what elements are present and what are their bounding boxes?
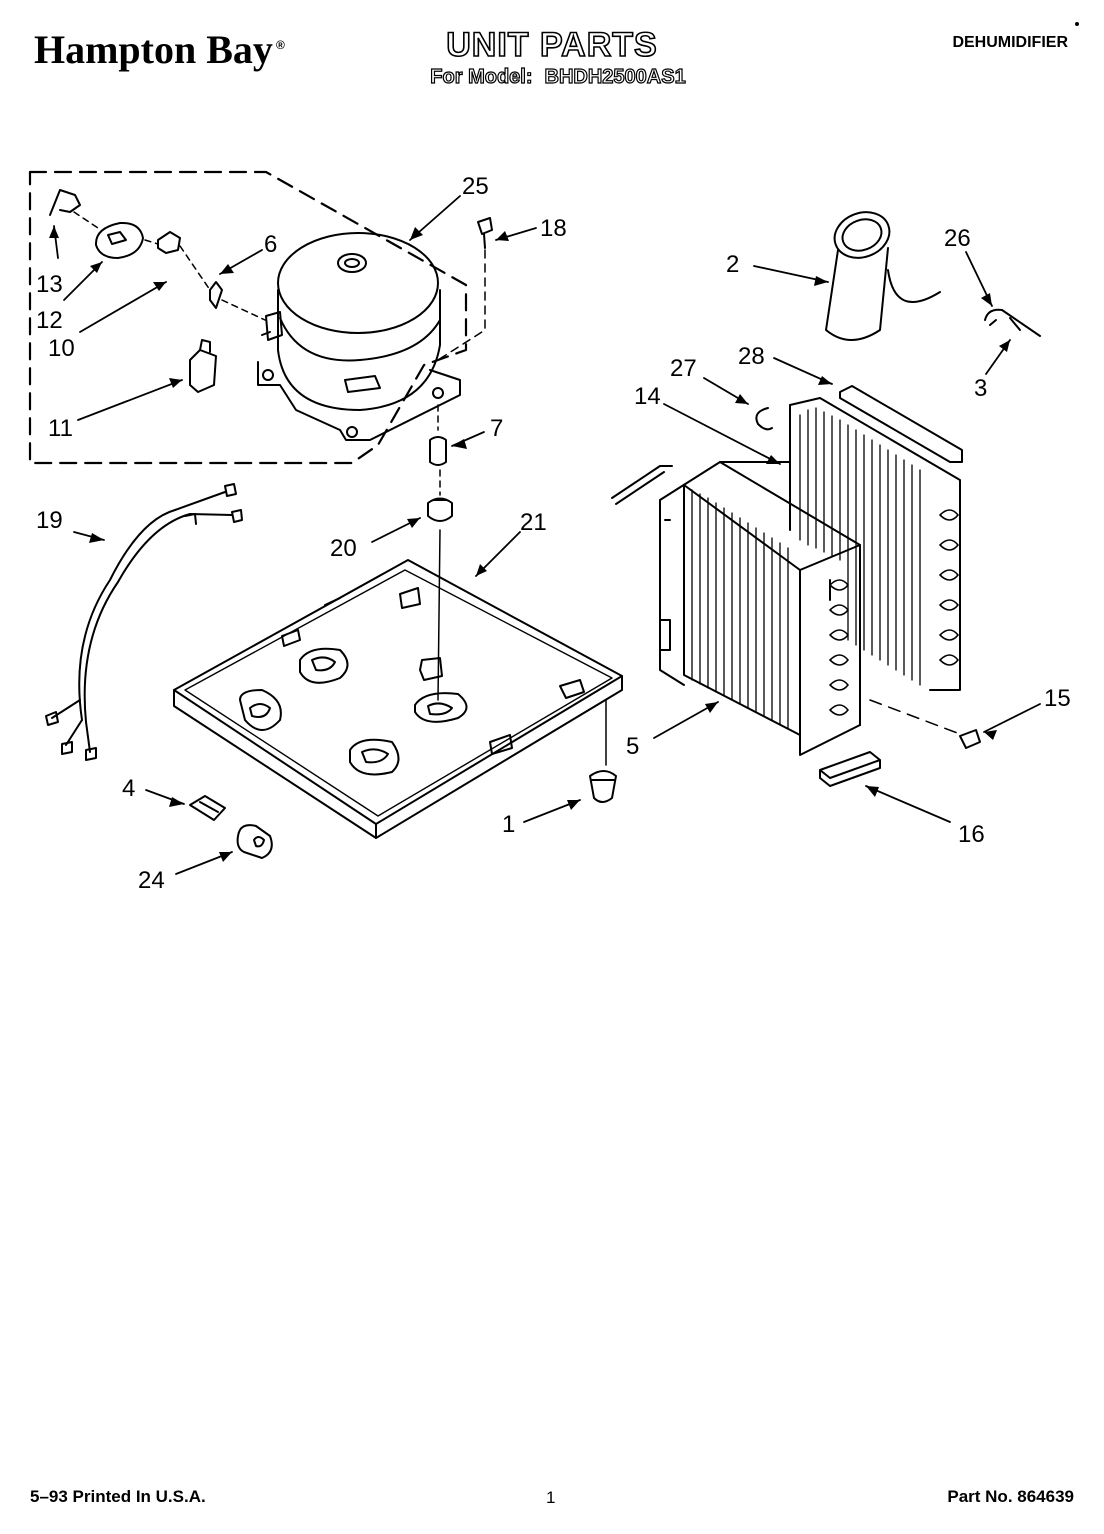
wire-harness-drawing <box>45 483 243 761</box>
callout-15: 15 <box>1044 685 1071 712</box>
registered-mark: ® <box>275 37 285 52</box>
clip-27-drawing <box>755 407 773 431</box>
relay-drawing <box>189 339 217 393</box>
leader-lines <box>53 195 1041 875</box>
category-label: DEHUMIDIFIER <box>952 34 1068 51</box>
callout-13: 13 <box>36 271 63 298</box>
part-number: Part No. 864639 <box>947 1487 1074 1506</box>
foot-drawing <box>589 770 617 803</box>
callout-28: 28 <box>738 343 765 370</box>
callout-3: 3 <box>974 375 987 402</box>
coil-fins <box>691 407 921 729</box>
callout-11: 11 <box>48 415 73 442</box>
coil-assembly-drawing <box>611 397 961 756</box>
terminal-cover-drawing <box>94 221 144 259</box>
callout-26: 26 <box>944 225 971 252</box>
callout-7: 7 <box>490 415 503 442</box>
callout-5: 5 <box>626 733 639 760</box>
model-number: BHDH2500AS1 <box>544 65 686 88</box>
model-label: For Model: <box>430 65 533 88</box>
callout-18: 18 <box>540 215 567 242</box>
page-title: UNIT PARTS <box>445 25 658 65</box>
callout-6: 6 <box>264 231 277 258</box>
compressor-assembly-boundary <box>28 170 468 465</box>
gasket-16-drawing <box>819 751 881 787</box>
callout-21: 21 <box>520 509 547 536</box>
corner-mark <box>1075 22 1079 26</box>
compressor-drawing <box>257 232 461 441</box>
print-info: 5–93 Printed In U.S.A. <box>30 1487 206 1506</box>
callout-labels: 25 18 6 13 12 10 11 7 2 26 3 28 27 14 19… <box>36 173 1071 894</box>
brand-logo: Hampton Bay® <box>34 26 285 73</box>
grommet-drawing <box>157 231 181 254</box>
callout-10: 10 <box>48 335 75 362</box>
brand-name: Hampton Bay <box>34 27 273 72</box>
callout-4: 4 <box>122 775 135 802</box>
clip-6-drawing <box>209 281 223 309</box>
leader-arrowheads <box>49 226 1010 862</box>
callout-1: 1 <box>502 811 515 838</box>
callout-12: 12 <box>36 307 63 334</box>
sleeve-7-drawing <box>429 436 447 466</box>
screw-15-drawing <box>959 729 981 749</box>
page-number: 1 <box>546 1488 556 1507</box>
mount-20-drawing <box>427 497 453 522</box>
callout-27: 27 <box>670 355 697 382</box>
callout-25: 25 <box>462 173 489 200</box>
callout-14: 14 <box>634 383 661 410</box>
gasket-28-drawing <box>839 385 963 463</box>
model-line: For Model: BHDH2500AS1 <box>0 65 1104 89</box>
sensor-clip-drawing <box>984 308 1041 337</box>
bushing-24-drawing <box>236 824 273 859</box>
callout-24: 24 <box>138 867 165 894</box>
callout-20: 20 <box>330 535 357 562</box>
callout-19: 19 <box>36 507 63 534</box>
base-pan-drawing <box>173 559 623 839</box>
coil-return-bends <box>829 509 959 716</box>
overload-clip-drawing <box>49 189 81 216</box>
screw-18-drawing <box>477 217 493 249</box>
callout-2: 2 <box>726 251 739 278</box>
callout-16: 16 <box>958 821 985 848</box>
spacer-4-drawing <box>189 795 226 821</box>
hose-drawing <box>825 211 941 341</box>
